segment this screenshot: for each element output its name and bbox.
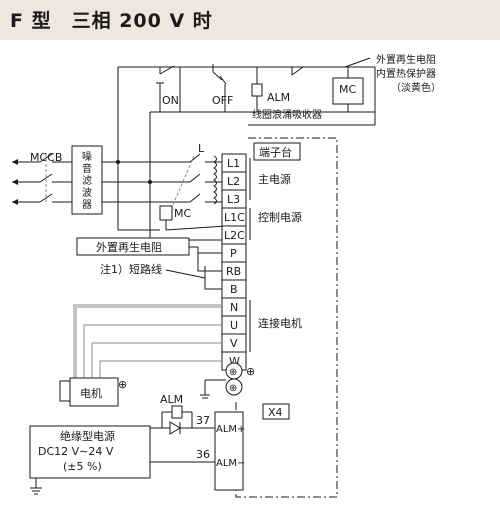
alm-relay-coil bbox=[161, 405, 193, 428]
psu-ground bbox=[30, 478, 42, 495]
mc-aux-label: MC bbox=[174, 207, 191, 220]
psu-box bbox=[29, 425, 151, 479]
svg-text:⊕: ⊕ bbox=[229, 383, 237, 394]
terminal-label: L2 bbox=[227, 175, 240, 188]
terminal-label: B bbox=[230, 283, 238, 296]
flyback-diode bbox=[150, 421, 215, 435]
page-title: F 型 三相 200 V 时 bbox=[10, 10, 213, 32]
control-power-label: 控制电源 bbox=[258, 210, 302, 224]
reactor-label: L bbox=[198, 142, 205, 155]
mc-aux-contact bbox=[159, 205, 173, 230]
alm-minus-label: ALM− bbox=[216, 458, 245, 469]
terminal-label: V bbox=[230, 337, 238, 350]
ground-terminal: ⊕ ⊕ ⊕ bbox=[200, 362, 255, 399]
motor-body bbox=[69, 377, 119, 407]
off-label: OFF bbox=[212, 94, 233, 107]
main-contactor bbox=[169, 153, 218, 213]
x4-label: X4 bbox=[268, 406, 283, 419]
noise-filter-label: 噪音滤波器 bbox=[82, 151, 92, 211]
on-switch bbox=[156, 65, 175, 112]
alm-plus-label: ALM+ bbox=[216, 424, 245, 435]
svg-text:⊕: ⊕ bbox=[229, 367, 237, 378]
motor-connect-label: 连接电机 bbox=[258, 316, 302, 330]
light-yellow-note: （淡黄色） bbox=[391, 81, 441, 94]
driver-enclosure bbox=[235, 137, 338, 498]
short-wire-note: 注1）短路线 bbox=[100, 262, 162, 276]
on-label: ON bbox=[162, 94, 179, 107]
surge-absorber-label: 线圈浪涌吸收器 bbox=[252, 108, 322, 121]
terminal-block-title-box bbox=[253, 142, 301, 161]
terminal-label: L2C bbox=[224, 229, 245, 242]
terminal-label: P bbox=[230, 247, 237, 260]
terminal-label: W bbox=[229, 355, 240, 368]
external-regen-note: 外置再生电阻 bbox=[376, 53, 436, 66]
thermal-protector-switch bbox=[291, 66, 304, 76]
terminal-block-title: 端子台 bbox=[259, 145, 292, 159]
x4-box bbox=[262, 403, 290, 420]
pin-37-label: 37 bbox=[196, 414, 210, 427]
terminal-label: N bbox=[230, 301, 238, 314]
mc-coil bbox=[332, 67, 364, 112]
power-input-arrows bbox=[12, 159, 30, 205]
mccb-breaker bbox=[30, 153, 72, 203]
off-switch bbox=[212, 64, 227, 112]
psu-line1: 绝缘型电源 bbox=[60, 429, 115, 443]
protector-leader bbox=[344, 57, 371, 68]
psu-line3: (±5 %) bbox=[63, 460, 102, 473]
terminal-label: U bbox=[230, 319, 238, 332]
l1c-wire bbox=[165, 225, 227, 231]
motor-shaft bbox=[59, 380, 71, 402]
motor-ground-icon: ⊕ bbox=[118, 378, 127, 391]
regen-to-rb bbox=[197, 247, 222, 272]
alm-contact bbox=[251, 67, 263, 112]
alm-contact-label: ALM bbox=[267, 91, 290, 104]
terminal-label: L1 bbox=[227, 157, 240, 170]
ground-icon: ⊕ bbox=[246, 365, 255, 378]
terminal-label: L3 bbox=[227, 193, 240, 206]
internal-protector-note: 内置热保护器 bbox=[376, 67, 436, 80]
terminal-label: RB bbox=[226, 265, 241, 278]
terminal-labels: L1 L2 L3 L1C L2C P RB B N U V W bbox=[224, 157, 245, 368]
motor-label: 电机 bbox=[80, 386, 102, 400]
psu-line2: DC12 V∼24 V bbox=[38, 445, 114, 458]
pin-36-label: 36 bbox=[196, 448, 210, 461]
main-power-label: 主电源 bbox=[258, 172, 291, 186]
short-bar bbox=[204, 266, 222, 290]
regen-resistor-label: 外置再生电阻 bbox=[96, 240, 162, 254]
terminal-label: L1C bbox=[224, 211, 245, 224]
alm-relay-label: ALM bbox=[160, 393, 183, 406]
mc-coil-label: MC bbox=[339, 83, 356, 96]
io-connector bbox=[214, 411, 244, 491]
header-bar: F 型 三相 200 V 时 bbox=[0, 0, 500, 40]
noise-filter-box bbox=[71, 145, 103, 215]
motor-cable bbox=[73, 304, 222, 382]
